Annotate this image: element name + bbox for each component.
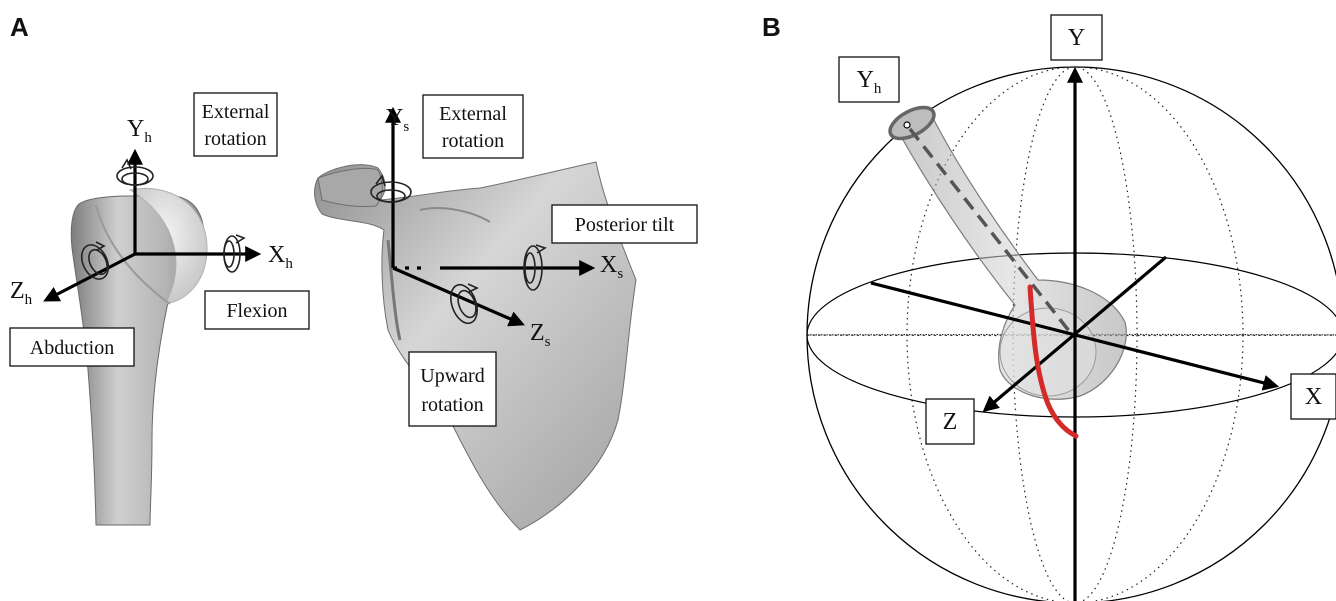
- panel-a-letter: A: [10, 12, 29, 42]
- svg-text:rotation: rotation: [442, 130, 504, 152]
- sphere-y-box: Y: [1051, 15, 1102, 60]
- humerus-flexion-box: Flexion: [205, 291, 309, 329]
- humerus-z-label: Zh: [10, 278, 33, 308]
- scapula-y-label: Ys: [386, 105, 409, 135]
- panel-b-letter: B: [762, 12, 781, 42]
- svg-text:X: X: [1305, 384, 1322, 410]
- svg-text:External: External: [202, 101, 270, 123]
- humerus-abduction-box: Abduction: [10, 328, 134, 366]
- humeral-axis-box: Yh: [839, 57, 899, 102]
- scapula-upward-rotation-box: Upward rotation: [409, 352, 496, 426]
- humerus-y-label: Yh: [127, 116, 152, 146]
- sphere-z-box: Z: [926, 399, 974, 444]
- svg-text:rotation: rotation: [204, 128, 266, 150]
- humerus-x-label: Xh: [268, 242, 293, 272]
- svg-text:Y: Y: [1068, 25, 1085, 51]
- sphere-x-box: X: [1291, 374, 1336, 419]
- svg-text:Abduction: Abduction: [30, 337, 114, 359]
- svg-text:External: External: [439, 103, 507, 125]
- svg-text:Upward: Upward: [420, 365, 484, 387]
- svg-text:rotation: rotation: [421, 394, 483, 416]
- humerus-external-rotation-box: External rotation: [194, 93, 277, 156]
- svg-text:Z: Z: [943, 409, 958, 435]
- svg-text:Posterior tilt: Posterior tilt: [575, 214, 675, 236]
- scapula-posterior-tilt-box: Posterior tilt: [552, 205, 697, 243]
- humerus-ghost: [885, 101, 1126, 399]
- svg-text:Flexion: Flexion: [226, 300, 287, 322]
- scapula-external-rotation-box: External rotation: [423, 95, 523, 158]
